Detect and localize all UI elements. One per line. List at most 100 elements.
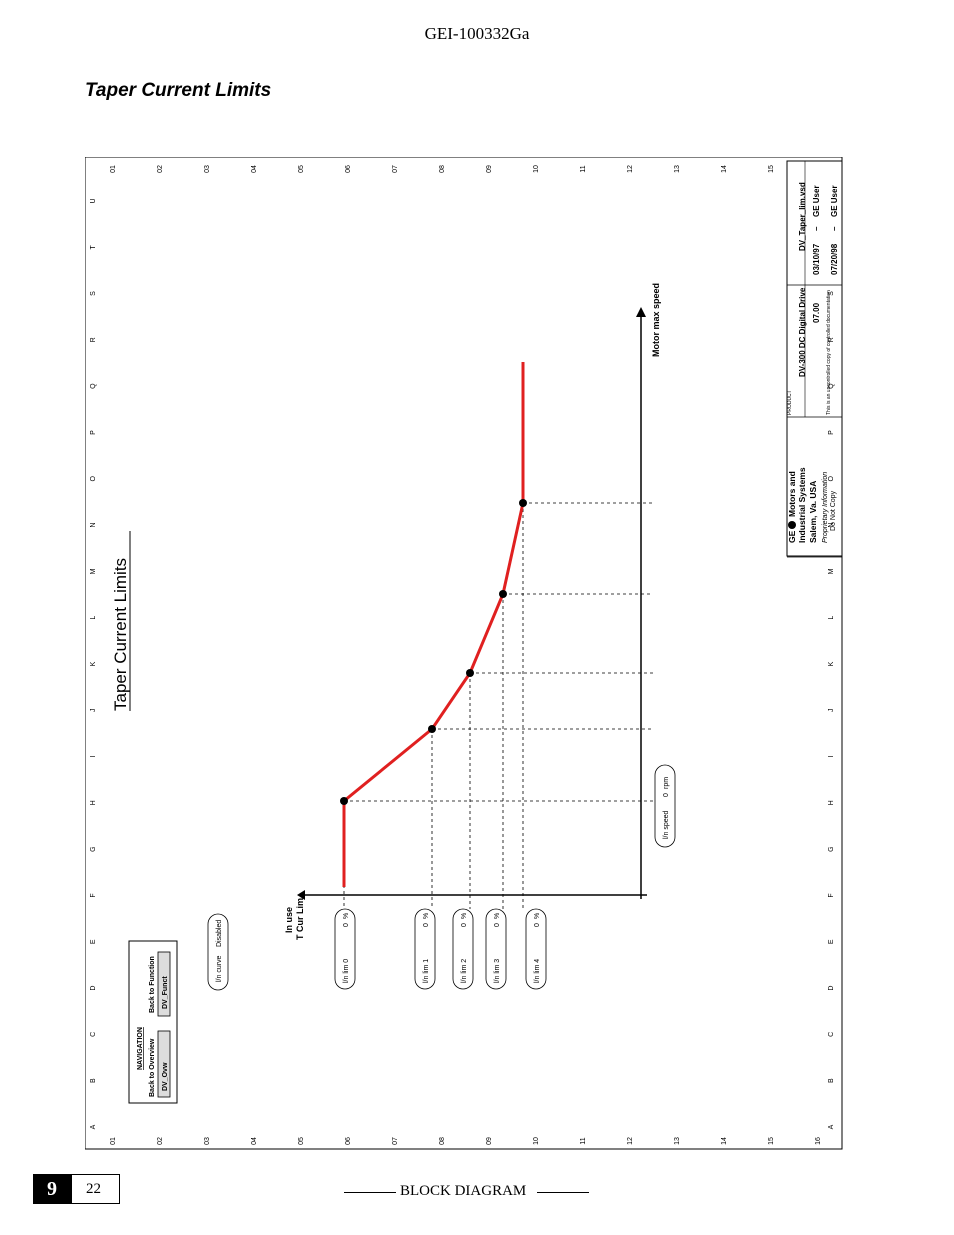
lim-param-unit: % bbox=[423, 913, 430, 919]
lim-param-1[interactable]: l/n lim 10% bbox=[414, 908, 436, 990]
zone-row-bottom: 03 bbox=[204, 1137, 211, 1145]
zone-col-left: E bbox=[90, 939, 97, 944]
zone-row-bottom: 15 bbox=[768, 1137, 775, 1145]
navigation-panel: NAVIGATION Back to Overview DV_Ovw Back … bbox=[128, 940, 178, 1104]
zone-col-left: S bbox=[90, 291, 97, 296]
lim-curve-label: l/n curve bbox=[216, 955, 223, 982]
zone-row-top: 10 bbox=[533, 165, 540, 173]
lim-param-label: l/n lim 1 bbox=[423, 959, 430, 983]
dv-ovw-button-label: DV_Ovw bbox=[162, 1062, 169, 1091]
lim-param-2[interactable]: l/n lim 2 0% bbox=[452, 908, 474, 990]
lim-param-3[interactable]: l/n lim 30% bbox=[485, 908, 507, 990]
zone-col-right: N bbox=[828, 523, 835, 528]
lim-curve-param[interactable]: l/n curve Disabled bbox=[207, 913, 229, 991]
lim-param-unit: % bbox=[534, 913, 541, 919]
breakpoint-dot bbox=[499, 590, 507, 598]
zone-col-right: G bbox=[828, 846, 835, 851]
company-line-1b: Motors and bbox=[787, 471, 797, 517]
lim-param-label: l/n lim 0 bbox=[343, 959, 350, 983]
sheet-frame bbox=[85, 157, 843, 1150]
zone-col-right: A bbox=[828, 1124, 835, 1129]
zone-row-bottom: 08 bbox=[439, 1137, 446, 1145]
zone-col-left: R bbox=[90, 337, 97, 342]
lim-param-label: l/n lim 3 bbox=[494, 959, 501, 983]
dv-funct-button[interactable]: DV_Funct bbox=[157, 951, 171, 1017]
zone-col-left: K bbox=[90, 661, 97, 666]
lim-param-0[interactable]: l/n lim 00% bbox=[334, 908, 356, 990]
zone-row-top: 01 bbox=[110, 165, 117, 173]
zone-col-right: Q bbox=[828, 383, 835, 389]
lim-param-value: 0 bbox=[461, 923, 468, 927]
zone-row-top: 02 bbox=[157, 165, 164, 173]
zone-row-bottom: 02 bbox=[157, 1137, 164, 1145]
zone-col-right: M bbox=[828, 568, 835, 574]
zone-row-top: 04 bbox=[251, 165, 258, 173]
modified-dash: – bbox=[830, 226, 839, 231]
ge-logo-dot bbox=[788, 521, 796, 529]
speed-unit: rpm bbox=[663, 777, 670, 789]
zone-col-left: G bbox=[90, 846, 97, 851]
zone-col-right: S bbox=[828, 291, 835, 296]
breakpoint-dot bbox=[428, 725, 436, 733]
curve-breakpoints bbox=[340, 499, 527, 805]
navigation-title: NAVIGATION bbox=[137, 1027, 144, 1070]
zone-col-left: T bbox=[90, 244, 97, 249]
title-block: GE Motors and Industrial Systems Salem, … bbox=[786, 160, 843, 558]
company-line-2: Industrial Systems bbox=[797, 467, 807, 543]
x-axis-arrowhead bbox=[297, 890, 305, 900]
zone-col-left: O bbox=[90, 476, 97, 482]
guide-lines bbox=[343, 502, 653, 909]
lim-param-unit: % bbox=[461, 913, 468, 919]
uncontrolled-notice: This is an uncontrolled copy of controll… bbox=[826, 290, 832, 415]
diagram-title: Taper Current Limits bbox=[111, 558, 130, 711]
lim-params: l/n lim 00%l/n lim 10%l/n lim 20%l/n lim… bbox=[334, 908, 547, 990]
zone-row-bottom: 13 bbox=[674, 1137, 681, 1145]
zone-col-left: U bbox=[90, 198, 97, 203]
zone-row-bottom: 11 bbox=[580, 1137, 587, 1144]
zone-col-right: K bbox=[828, 661, 835, 666]
zone-row-top: 13 bbox=[674, 165, 681, 173]
zone-row-bottom: 14 bbox=[721, 1137, 728, 1145]
lim-param-value: 0 bbox=[343, 923, 350, 927]
lim-param-label: l/n lim 2 bbox=[461, 959, 468, 983]
zone-row-bottom: 16 bbox=[815, 1137, 822, 1145]
zone-col-left: J bbox=[90, 709, 97, 713]
footer-label: BLOCK DIAGRAM bbox=[400, 1183, 527, 1199]
zone-row-top: 09 bbox=[486, 165, 493, 173]
nav-overview-label: Back to Overview bbox=[149, 1038, 156, 1097]
in-use-label: In use bbox=[284, 907, 294, 933]
modified-date: 07/20/98 bbox=[830, 243, 839, 275]
speed-param[interactable]: l/n speed 0 rpm bbox=[654, 764, 676, 848]
lim-param-value: 0 bbox=[534, 923, 541, 927]
proprietary-line-1: Proprietary Information bbox=[822, 472, 829, 543]
lim-param-4[interactable]: l/n lim 40% bbox=[525, 908, 547, 990]
breakpoint-dot bbox=[519, 499, 527, 507]
zone-row-top: 08 bbox=[439, 165, 446, 173]
speed-label: l/n speed bbox=[663, 810, 670, 839]
zone-col-left: Q bbox=[90, 383, 97, 389]
created-dash: – bbox=[812, 226, 821, 231]
zone-row-top: 03 bbox=[204, 165, 211, 173]
zone-row-bottom: 04 bbox=[251, 1137, 258, 1145]
speed-value: 0 bbox=[663, 793, 670, 797]
dv-ovw-button[interactable]: DV_Ovw bbox=[157, 1030, 171, 1098]
zone-col-left: M bbox=[90, 568, 97, 574]
nav-function-label: Back to Function bbox=[149, 956, 156, 1013]
zone-col-right: R bbox=[828, 337, 835, 342]
file-name: DV_Taper_lim.vsd bbox=[798, 182, 807, 251]
zone-col-left: L bbox=[90, 616, 97, 620]
taper-graph: Motor max speed bbox=[297, 283, 661, 909]
doc-number: GEI-100332Ga bbox=[424, 24, 530, 43]
zone-col-left: P bbox=[90, 430, 97, 435]
t-cur-lim-label: T Cur Lim bbox=[295, 898, 305, 940]
revision-value: 07.00 bbox=[812, 302, 821, 323]
footer-rule-left bbox=[344, 1192, 396, 1193]
zone-col-right: P bbox=[828, 430, 835, 435]
company-line-3: Salem, Va. USA bbox=[808, 481, 818, 543]
zone-col-right: F bbox=[828, 893, 835, 897]
zone-row-top: 06 bbox=[345, 165, 352, 173]
zone-col-left: D bbox=[90, 986, 97, 991]
